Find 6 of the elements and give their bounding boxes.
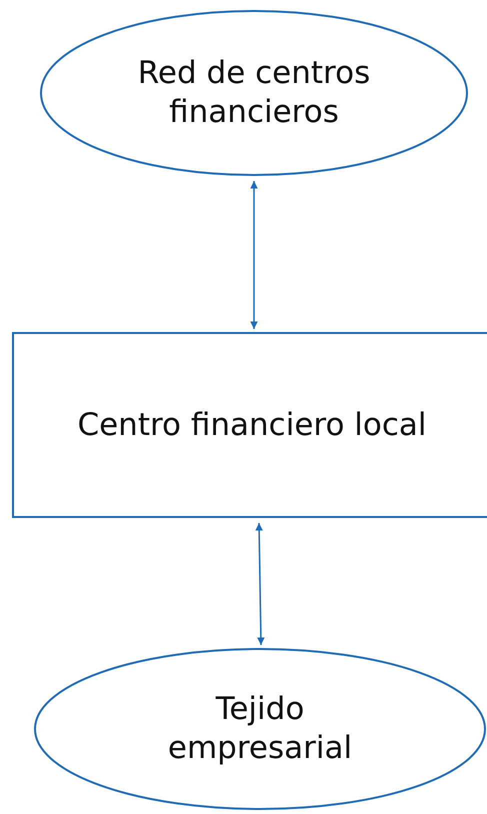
node-label: Red de centros financieros	[136, 54, 372, 132]
double-arrow	[250, 181, 258, 329]
process-box	[12, 332, 487, 518]
double-arrow	[255, 522, 265, 646]
node-label: Tejido empresarial	[166, 690, 354, 768]
node-label: Centro financiero local	[77, 406, 427, 444]
